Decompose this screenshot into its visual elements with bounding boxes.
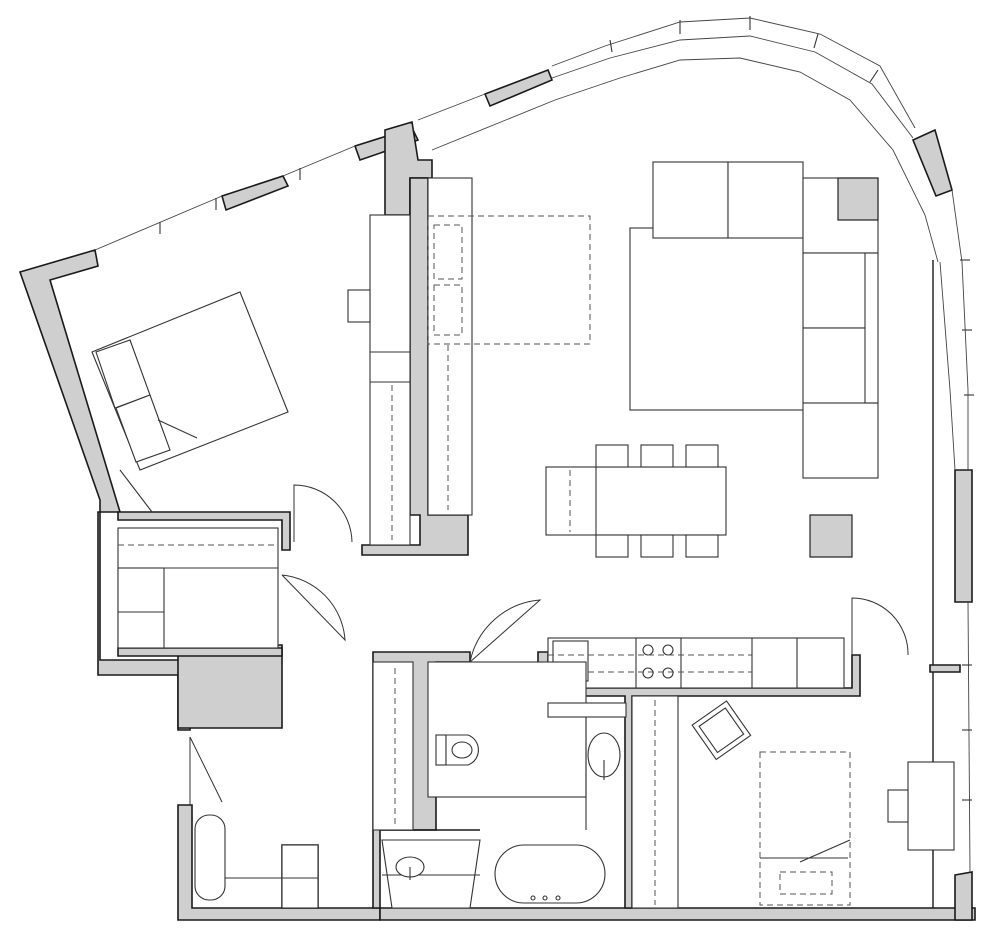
side-table <box>809 514 853 558</box>
vanity <box>381 839 481 909</box>
sofa-seat-3 <box>802 402 879 479</box>
living-room <box>427 161 879 558</box>
kitchen-door <box>851 597 909 656</box>
sofa-seat-1 <box>802 252 866 329</box>
bedroom-1 <box>91 214 411 546</box>
closet-door <box>281 574 346 642</box>
toilet-tank <box>435 734 447 766</box>
shelf-unit <box>547 702 627 718</box>
wardrobe <box>369 214 411 546</box>
toilet <box>445 734 479 766</box>
entry-hall <box>189 736 319 909</box>
sofa-corner-table <box>837 177 879 221</box>
hall-cabinet <box>281 844 319 909</box>
pillow-bottom <box>115 394 171 463</box>
hall-bench <box>194 814 226 901</box>
entry-door <box>189 736 223 805</box>
sofa-seat-2 <box>802 327 866 404</box>
closet-cabinet <box>117 567 165 649</box>
kitchen-counter <box>547 637 845 689</box>
closet <box>117 527 346 649</box>
armchair <box>691 700 752 761</box>
exterior-walls <box>18 68 976 921</box>
shower-area <box>427 661 587 798</box>
dining-chairs <box>595 444 719 558</box>
bedroom-chair <box>347 289 371 323</box>
media-bench <box>427 177 473 516</box>
desk <box>907 761 955 851</box>
dining-table <box>545 466 727 536</box>
bathroom <box>372 661 627 909</box>
rug <box>629 227 811 411</box>
cooktop <box>635 637 682 689</box>
exterior-outline <box>94 16 974 873</box>
sofa-back-right <box>727 161 804 239</box>
bedroom-door <box>293 484 353 543</box>
sofa-back-left <box>652 161 729 239</box>
desk-chair <box>887 789 909 823</box>
bedroom-2 <box>631 695 955 909</box>
bathroom-door <box>469 599 542 663</box>
bath-cabinet <box>372 661 414 831</box>
bathtub <box>494 844 606 904</box>
